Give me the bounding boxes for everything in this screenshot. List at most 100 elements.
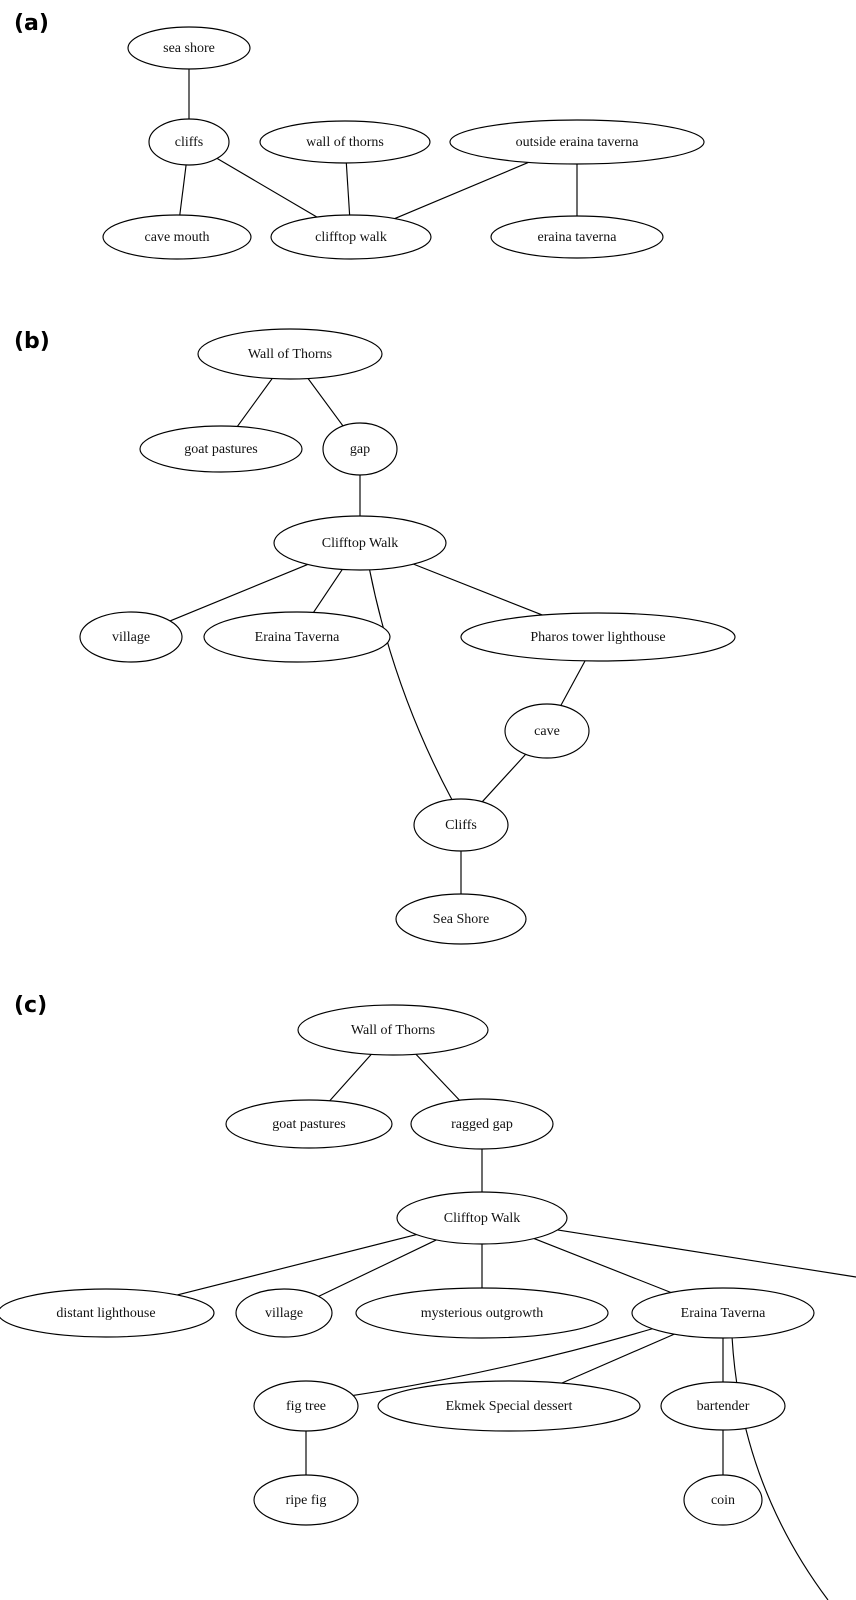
node-label: gap bbox=[350, 442, 370, 457]
node-label: eraina taverna bbox=[538, 230, 618, 245]
node-ellipse bbox=[460, 612, 736, 662]
node-label: cave mouth bbox=[145, 230, 210, 245]
node-label: Eraina Taverna bbox=[255, 630, 340, 645]
graph-node[interactable]: Sea Shore bbox=[395, 893, 527, 945]
node-ellipse bbox=[410, 1098, 554, 1150]
node-label: sea shore bbox=[163, 41, 215, 56]
graph-edge bbox=[533, 1238, 672, 1294]
graph-edge bbox=[179, 164, 187, 216]
graph-edge bbox=[307, 378, 344, 427]
nodes-layer: sea shore cliffs wall of thorns outside era… bbox=[0, 26, 815, 1526]
graph-node[interactable]: gap bbox=[322, 422, 398, 476]
graph-node[interactable]: eraina taverna bbox=[490, 215, 664, 259]
node-label: Sea Shore bbox=[433, 912, 489, 927]
graph-node[interactable]: ragged gap bbox=[410, 1098, 554, 1150]
graph-edge bbox=[313, 569, 343, 613]
graph-node[interactable]: bartender bbox=[660, 1381, 786, 1431]
node-ellipse bbox=[203, 611, 391, 663]
graph-node[interactable]: sea shore bbox=[127, 26, 251, 70]
graph-edge bbox=[216, 157, 318, 218]
graph-node[interactable]: ripe fig bbox=[253, 1474, 359, 1526]
graph-node[interactable]: goat pastures bbox=[225, 1099, 393, 1149]
graph-node[interactable]: Ekmek Special dessert bbox=[377, 1380, 641, 1432]
node-label: Eraina Taverna bbox=[681, 1306, 766, 1321]
graph-edge bbox=[329, 1053, 372, 1102]
node-ellipse bbox=[139, 425, 303, 473]
graph-node[interactable]: Eraina Taverna bbox=[631, 1287, 815, 1339]
node-ellipse bbox=[377, 1380, 641, 1432]
node-ellipse bbox=[235, 1288, 333, 1338]
graph-node[interactable]: coin bbox=[683, 1474, 763, 1526]
node-label: Wall of Thorns bbox=[248, 347, 332, 362]
node-ellipse bbox=[225, 1099, 393, 1149]
graph-edge bbox=[560, 660, 586, 706]
node-ellipse bbox=[504, 703, 590, 759]
node-label: Clifftop Walk bbox=[444, 1211, 521, 1226]
node-ellipse bbox=[273, 515, 447, 571]
node-label: bartender bbox=[697, 1399, 750, 1414]
graph-node[interactable]: clifftop walk bbox=[270, 214, 432, 260]
graph-node[interactable]: Wall of Thorns bbox=[197, 328, 383, 380]
node-label: mysterious outgrowth bbox=[421, 1306, 544, 1321]
node-label: goat pastures bbox=[272, 1117, 345, 1132]
graph-node[interactable]: Wall of Thorns bbox=[297, 1004, 489, 1056]
node-label: Pharos tower lighthouse bbox=[530, 630, 665, 645]
node-ellipse bbox=[127, 26, 251, 70]
node-ellipse bbox=[253, 1474, 359, 1526]
node-label: ragged gap bbox=[451, 1117, 513, 1132]
graph-node[interactable]: Eraina Taverna bbox=[203, 611, 391, 663]
graph-node[interactable]: distant lighthouse bbox=[0, 1288, 215, 1338]
edges-layer bbox=[169, 69, 856, 1600]
node-label: village bbox=[265, 1306, 303, 1321]
node-ellipse bbox=[449, 119, 705, 165]
panel-label-c: (c) bbox=[14, 993, 47, 1018]
node-label: outside eraina taverna bbox=[516, 135, 640, 150]
graph-node[interactable]: goat pastures bbox=[139, 425, 303, 473]
node-ellipse bbox=[490, 215, 664, 259]
graph-node[interactable]: outside eraina taverna bbox=[449, 119, 705, 165]
node-label: cave bbox=[534, 724, 560, 739]
node-label: Clifftop Walk bbox=[322, 536, 399, 551]
node-label: Cliffs bbox=[445, 818, 477, 833]
graph-node[interactable]: cave mouth bbox=[102, 214, 252, 260]
node-ellipse bbox=[259, 120, 431, 164]
graph-node[interactable]: cliffs bbox=[148, 118, 230, 166]
graph-node[interactable]: mysterious outgrowth bbox=[355, 1287, 609, 1339]
graph-edge bbox=[236, 378, 273, 427]
node-ellipse bbox=[395, 893, 527, 945]
node-ellipse bbox=[660, 1381, 786, 1431]
graph-edge bbox=[369, 569, 453, 800]
node-label: cliffs bbox=[175, 135, 204, 150]
node-label: wall of thorns bbox=[306, 135, 384, 150]
graph-node[interactable]: Cliffs bbox=[413, 798, 509, 852]
graph-edge bbox=[169, 563, 308, 622]
graph-node[interactable]: wall of thorns bbox=[259, 120, 431, 164]
graph-edge bbox=[345, 162, 351, 216]
graph-edge bbox=[353, 1328, 653, 1397]
graph-edge bbox=[415, 1053, 460, 1101]
graph-edge bbox=[481, 753, 527, 803]
graph-edge-offscreen bbox=[731, 1337, 829, 1600]
graph-node[interactable]: Clifftop Walk bbox=[396, 1191, 568, 1245]
node-label: clifftop walk bbox=[315, 230, 387, 245]
graph-node[interactable]: Pharos tower lighthouse bbox=[460, 612, 736, 662]
node-ellipse bbox=[413, 798, 509, 852]
panel-labels-layer: (a)(b)(c) bbox=[14, 11, 50, 1018]
node-ellipse bbox=[197, 328, 383, 380]
node-ellipse bbox=[102, 214, 252, 260]
node-ellipse bbox=[631, 1287, 815, 1339]
node-label: Ekmek Special dessert bbox=[446, 1399, 573, 1414]
graph-node[interactable]: cave bbox=[504, 703, 590, 759]
graph-node[interactable]: Clifftop Walk bbox=[273, 515, 447, 571]
node-label: goat pastures bbox=[184, 442, 257, 457]
node-label: ripe fig bbox=[286, 1493, 327, 1508]
graph-edge bbox=[394, 161, 529, 220]
node-ellipse bbox=[253, 1380, 359, 1432]
node-ellipse bbox=[270, 214, 432, 260]
graph-node[interactable]: village bbox=[235, 1288, 333, 1338]
panel-label-a: (a) bbox=[14, 11, 49, 36]
node-ellipse bbox=[297, 1004, 489, 1056]
graph-node[interactable]: village bbox=[79, 611, 183, 663]
graph-node[interactable]: fig tree bbox=[253, 1380, 359, 1432]
